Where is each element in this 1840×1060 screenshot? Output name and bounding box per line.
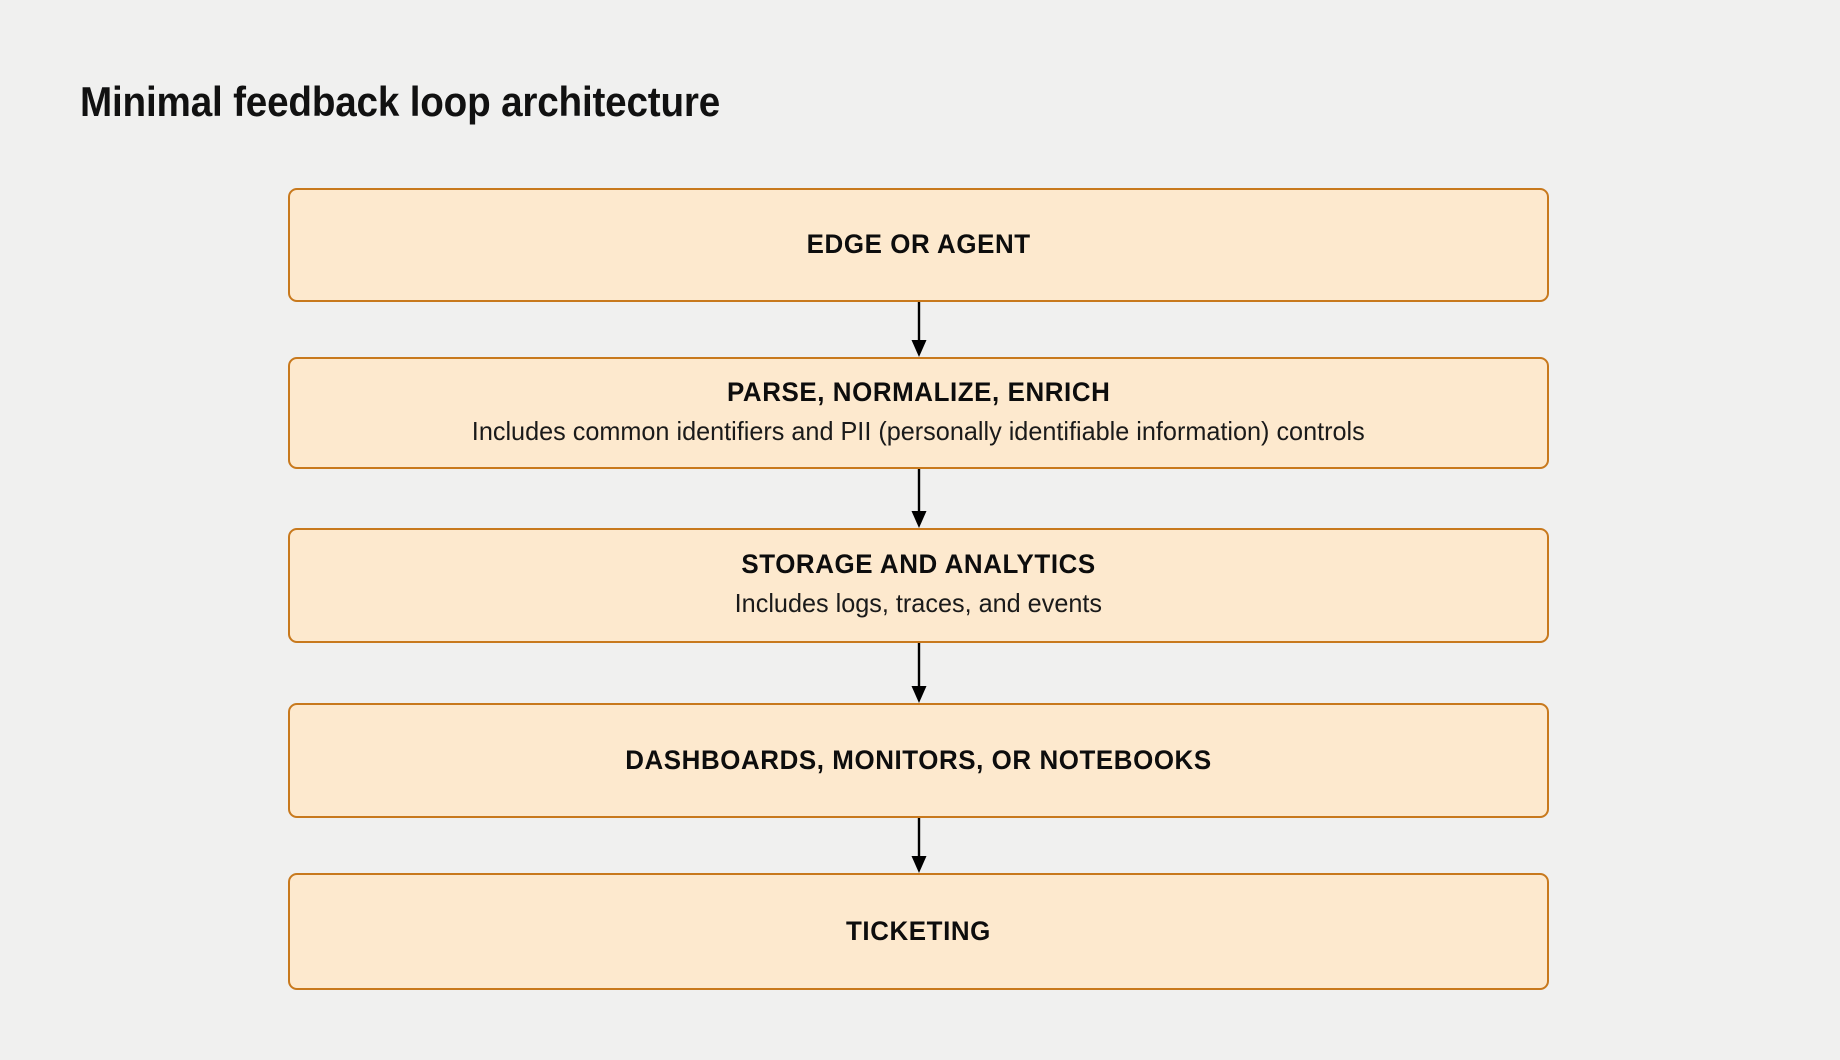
flow-node-parse-normalize-enrich[interactable]: PARSE, NORMALIZE, ENRICH Includes common… bbox=[288, 357, 1549, 469]
flow-node-subtitle: Includes common identifiers and PII (per… bbox=[472, 415, 1365, 446]
arrow-down-icon bbox=[911, 818, 926, 873]
arrow-down-icon bbox=[911, 469, 926, 528]
flow-node-title: STORAGE AND ANALYTICS bbox=[741, 549, 1096, 580]
arrow-down-icon bbox=[911, 643, 926, 703]
flow-arrow-2 bbox=[288, 469, 1549, 528]
flow-arrow-3 bbox=[288, 643, 1549, 703]
arrow-down-icon bbox=[911, 302, 926, 357]
flow-arrow-4 bbox=[288, 818, 1549, 873]
flow-node-ticketing[interactable]: TICKETING bbox=[288, 873, 1549, 990]
flow-node-dashboards-monitors-notebooks[interactable]: DASHBOARDS, MONITORS, OR NOTEBOOKS bbox=[288, 703, 1549, 818]
flow-arrow-1 bbox=[288, 302, 1549, 357]
flow-node-storage-and-analytics[interactable]: STORAGE AND ANALYTICS Includes logs, tra… bbox=[288, 528, 1549, 643]
flow-node-subtitle: Includes logs, traces, and events bbox=[734, 588, 1103, 619]
page-title: Minimal feedback loop architecture bbox=[80, 78, 721, 125]
flow-node-title: PARSE, NORMALIZE, ENRICH bbox=[726, 376, 1111, 407]
flowchart: EDGE OR AGENT PARSE, NORMALIZE, ENRICH I… bbox=[288, 188, 1549, 990]
flow-node-title: TICKETING bbox=[846, 915, 991, 946]
flow-node-title: EDGE OR AGENT bbox=[806, 229, 1031, 260]
flow-node-edge-or-agent[interactable]: EDGE OR AGENT bbox=[288, 188, 1549, 302]
flow-node-title: DASHBOARDS, MONITORS, OR NOTEBOOKS bbox=[625, 744, 1212, 775]
